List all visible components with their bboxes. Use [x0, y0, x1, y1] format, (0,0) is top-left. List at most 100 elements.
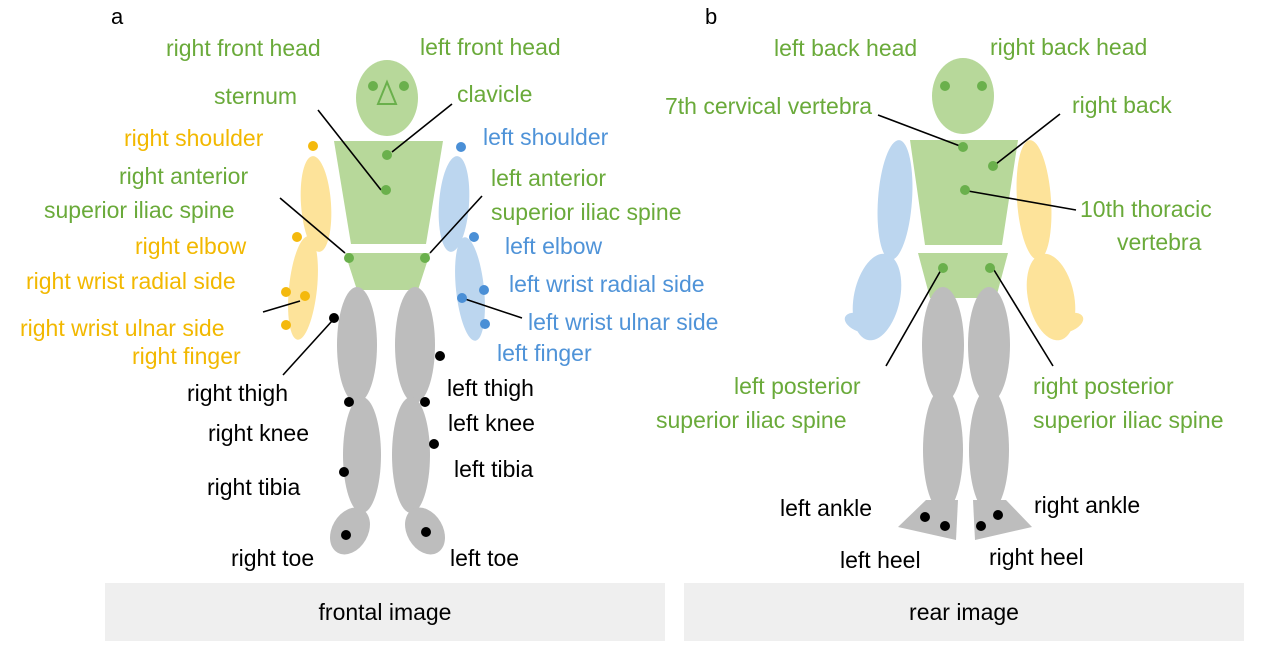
- marker-left-toe: [421, 527, 431, 537]
- label-left-tibia: left tibia: [454, 456, 533, 482]
- label-right-psis-line2: superior iliac spine: [1033, 407, 1223, 433]
- rear-right-shin: [969, 388, 1009, 512]
- rear-left-forearm: [852, 253, 902, 341]
- marker-left-tibia: [429, 439, 439, 449]
- label-right-finger: right finger: [132, 343, 241, 369]
- marker-right-back: [988, 161, 998, 171]
- frontal-left-thigh: [395, 287, 435, 403]
- frontal-left-shin: [392, 397, 430, 513]
- label-right-toe: right toe: [231, 545, 314, 571]
- label-left-toe: left toe: [450, 545, 519, 571]
- label-left-psis-line2: superior iliac spine: [656, 407, 846, 433]
- leader-right-back: [995, 113, 1061, 165]
- rear-right-foot: [973, 500, 1032, 540]
- label-left-wrist-ulnar: left wrist ulnar side: [528, 309, 718, 335]
- label-right-wrist-radial: right wrist radial side: [26, 268, 236, 294]
- marker-left-wrist-radial: [479, 285, 489, 295]
- marker-left-heel: [940, 521, 950, 531]
- rear-markers: [920, 81, 1003, 531]
- label-clavicle: clavicle: [457, 81, 532, 107]
- label-c7: 7th cervical vertebra: [665, 93, 872, 119]
- label-right-asis-line1: right anterior: [119, 163, 248, 189]
- leader-c7: [877, 114, 961, 147]
- marker-t10: [960, 185, 970, 195]
- rear-head: [932, 58, 994, 134]
- leader-left-psis: [885, 269, 942, 367]
- label-left-elbow: left elbow: [505, 233, 603, 259]
- leader-right-wrist-ulnar: [262, 300, 301, 313]
- label-right-asis-line2: superior iliac spine: [44, 197, 234, 223]
- marker-right-wrist-radial: [281, 287, 291, 297]
- marker-right-ankle: [993, 510, 1003, 520]
- marker-left-asis: [420, 253, 430, 263]
- marker-right-shoulder: [308, 141, 318, 151]
- frontal-caption-box: [105, 583, 665, 641]
- frontal-leader-lines: [262, 103, 523, 376]
- rear-caption-text: rear image: [909, 599, 1019, 625]
- label-sternum: sternum: [214, 83, 297, 109]
- label-right-elbow: right elbow: [135, 233, 247, 259]
- label-left-back-head: left back head: [774, 35, 917, 61]
- label-right-ankle: right ankle: [1034, 492, 1140, 518]
- frontal-pelvis: [345, 253, 430, 290]
- label-right-knee: right knee: [208, 420, 309, 446]
- marker-right-thigh: [329, 313, 339, 323]
- label-right-psis-line1: right posterior: [1033, 373, 1174, 399]
- leader-t10: [967, 190, 1077, 211]
- rear-body-figure: [844, 58, 1084, 540]
- frontal-right-foot: [330, 507, 370, 555]
- frontal-nose-triangle: [376, 79, 398, 105]
- rear-right-thigh: [968, 287, 1010, 403]
- label-left-asis-line2: superior iliac spine: [491, 199, 681, 225]
- rear-right-forearm: [1026, 253, 1076, 341]
- marker-right-heel: [976, 521, 986, 531]
- label-left-heel: left heel: [840, 547, 921, 573]
- marker-left-shoulder: [456, 142, 466, 152]
- marker-right-back-head: [977, 81, 987, 91]
- frontal-right-forearm: [288, 236, 318, 340]
- label-right-tibia: right tibia: [207, 474, 301, 500]
- marker-right-asis: [344, 253, 354, 263]
- marker-left-psis: [938, 263, 948, 273]
- marker-right-psis: [985, 263, 995, 273]
- rear-caption-box: [684, 583, 1244, 641]
- frontal-caption-text: frontal image: [319, 599, 452, 625]
- rear-left-thigh: [922, 287, 964, 403]
- label-right-thigh: right thigh: [187, 380, 288, 406]
- marker-left-back-head: [940, 81, 950, 91]
- frontal-right-shin: [343, 397, 381, 513]
- marker-right-wrist-ulnar: [300, 291, 310, 301]
- leader-right-psis: [993, 269, 1054, 367]
- panel-a: a: [20, 4, 718, 641]
- marker-right-elbow: [292, 232, 302, 242]
- marker-left-thigh: [435, 351, 445, 361]
- leader-left-wrist-ulnar: [464, 298, 523, 319]
- label-right-heel: right heel: [989, 544, 1084, 570]
- rear-right-hand: [1050, 312, 1084, 334]
- leader-clavicle: [391, 103, 453, 153]
- label-t10-line2: vertebra: [1117, 229, 1202, 255]
- marker-left-knee: [420, 397, 430, 407]
- label-right-wrist-ulnar: right wrist ulnar side: [20, 315, 225, 341]
- label-t10-line1: 10th thoracic: [1080, 196, 1212, 222]
- rear-left-shin: [923, 388, 963, 512]
- label-left-wrist-radial: left wrist radial side: [509, 271, 705, 297]
- panel-a-letter: a: [111, 4, 124, 29]
- leader-right-thigh: [282, 320, 333, 376]
- frontal-labels: right front head left front head sternum…: [20, 34, 718, 571]
- marker-right-toe: [341, 530, 351, 540]
- marker-sternum: [381, 185, 391, 195]
- label-right-back-head: right back head: [990, 34, 1147, 60]
- panel-b: b: [656, 4, 1244, 641]
- label-right-shoulder: right shoulder: [124, 125, 264, 151]
- marker-left-elbow: [469, 232, 479, 242]
- label-left-thigh: left thigh: [447, 375, 534, 401]
- label-left-asis-line1: left anterior: [491, 165, 606, 191]
- rear-leader-lines: [877, 113, 1077, 367]
- rear-left-hand: [844, 312, 878, 334]
- leader-right-asis: [279, 197, 346, 254]
- label-left-ankle: left ankle: [780, 495, 872, 521]
- marker-c7: [958, 142, 968, 152]
- frontal-body-figure: [288, 60, 485, 555]
